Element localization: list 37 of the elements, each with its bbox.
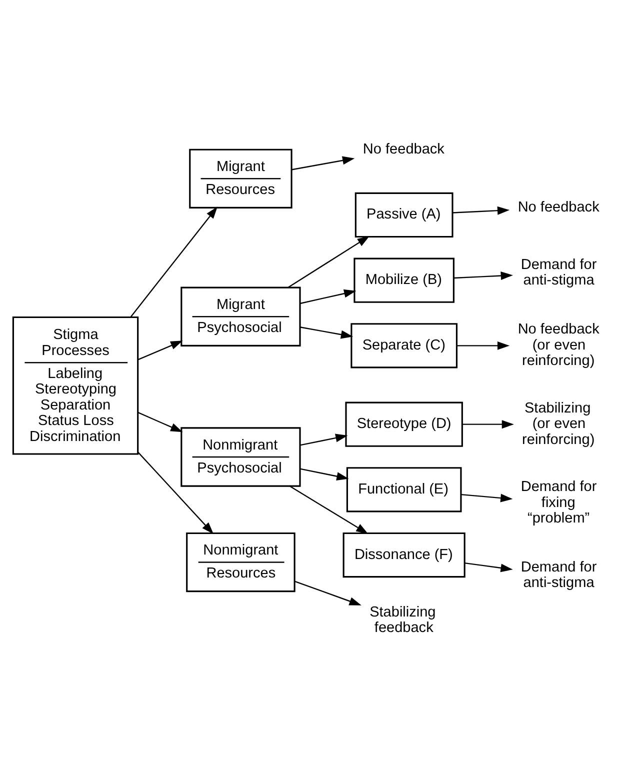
node-text: Stabilizing (or even reinforcing) (522, 400, 595, 448)
arrow (294, 580, 362, 605)
node-text: Demand for anti-stigma (520, 256, 597, 288)
arrow (292, 156, 355, 170)
node-box: Passive (A) (354, 192, 454, 238)
arrow (130, 206, 218, 317)
node-text: Demand for anti-stigma (520, 558, 597, 591)
node-box: Mobilize (B) (354, 257, 454, 302)
node-box: Stereotype (D) (345, 401, 463, 446)
node-box: Migrant Psychosocial (180, 286, 301, 346)
node-text: Demand for fixing “problem” (520, 478, 597, 526)
arrow (288, 236, 370, 288)
arrow (461, 493, 513, 502)
arrow (300, 288, 356, 304)
arrow (452, 206, 510, 214)
node-box: Nonmigrant Resources (186, 532, 296, 592)
arrow (138, 340, 183, 360)
arrow (300, 326, 354, 338)
node-box: Migrant Resources (189, 148, 292, 208)
arrow (464, 562, 513, 572)
arrow (138, 412, 183, 432)
node-text: Stabilizing feedback (370, 604, 436, 636)
arrow (454, 271, 513, 280)
arrow (138, 452, 214, 534)
arrow (289, 485, 368, 534)
arrow (456, 340, 510, 350)
node-text: No feedback (518, 198, 600, 215)
node-box: Dissonance (F) (342, 532, 466, 578)
node-box: Nonmigrant Psychosocial (180, 426, 301, 486)
arrow (462, 420, 514, 428)
node-box: Separate (C) (350, 322, 458, 368)
arrow (300, 468, 349, 480)
node-text: No feedback (or even reinforcing) (518, 321, 600, 369)
node-box: Functional (E) (346, 466, 462, 512)
node-box: Stigma Processes Labeling Stereotyping Separation Status Loss Discrimination (12, 316, 139, 454)
node-text: No feedback (362, 140, 444, 157)
arrow (300, 433, 348, 446)
